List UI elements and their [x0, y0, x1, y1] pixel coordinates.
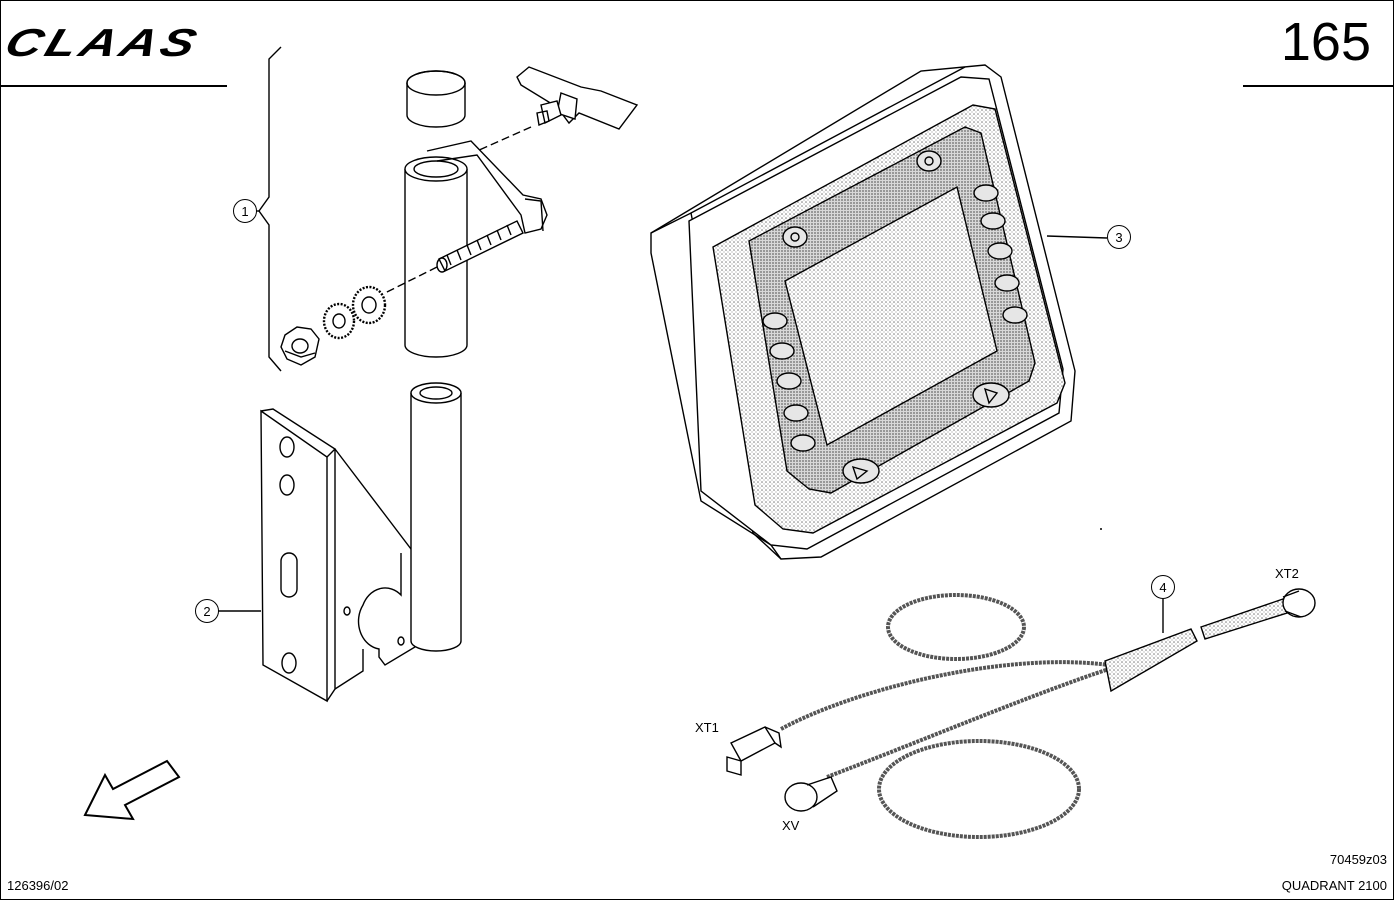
callout-3: 3 [1107, 225, 1131, 249]
group-1-bracket [255, 46, 282, 372]
callout-4: 4 [1151, 575, 1175, 599]
lock-washer-inner [322, 302, 356, 340]
tube-lower [410, 382, 462, 652]
connector-label-xt1: XT1 [695, 720, 719, 735]
document-number: 126396/02 [7, 878, 69, 893]
callout-3-leader [1046, 235, 1108, 239]
lock-washer-outer [351, 285, 387, 325]
header-rule-right [1243, 85, 1393, 87]
model-name: QUADRANT 2100 [1281, 878, 1387, 893]
hex-nut [280, 326, 320, 366]
direction-arrow-icon [83, 759, 181, 821]
drawing-number: 70459z03 [1329, 852, 1387, 867]
tube-cap [406, 70, 466, 128]
connector-label-xt2: XT2 [1275, 566, 1299, 581]
cable-harness [726, 588, 1316, 839]
connector-label-xv: XV [782, 818, 800, 833]
mounting-bracket [260, 408, 426, 703]
page-number: 165 [1280, 12, 1371, 72]
terminal-display [650, 64, 1076, 560]
header-rule-left [1, 85, 227, 87]
wing-screw [476, 66, 639, 152]
hex-bolt [384, 220, 524, 294]
callout-1: 1 [233, 199, 257, 223]
tube-upper [404, 140, 548, 358]
callout-2: 2 [195, 599, 219, 623]
